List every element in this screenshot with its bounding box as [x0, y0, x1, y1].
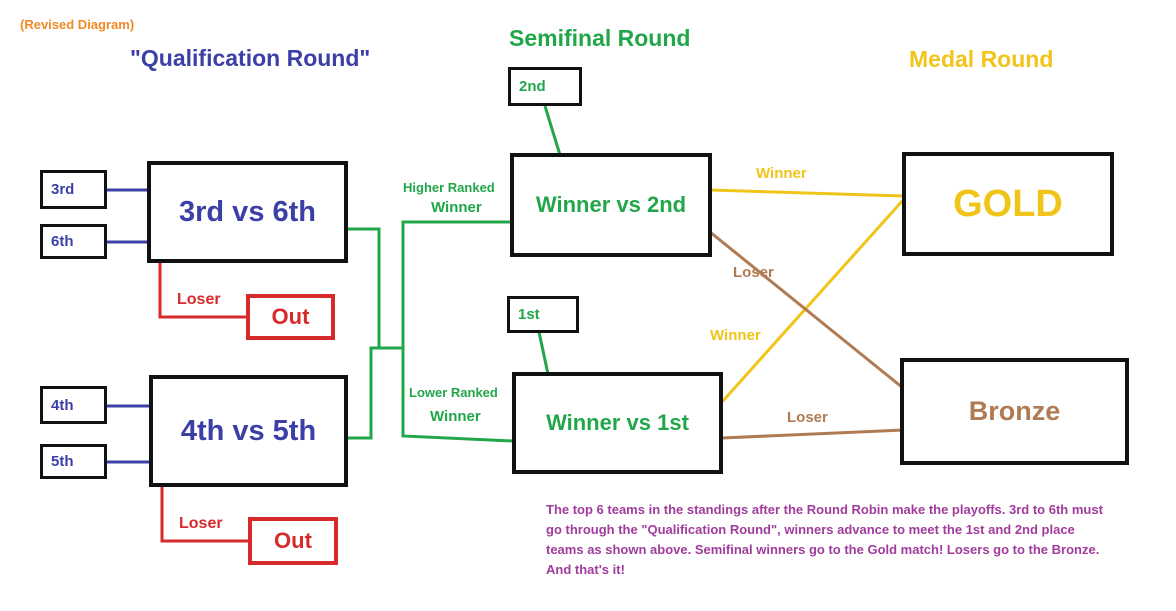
loser-label-semi-bottom: Loser [787, 409, 828, 426]
match-4th-vs-5th-label: 4th vs 5th [180, 414, 317, 447]
medal-round-title: Medal Round [909, 46, 1054, 72]
seed-1st-label: 1st [518, 306, 540, 323]
semifinal-winner-vs-1st-label: Winner vs 1st [546, 410, 689, 435]
semifinal-winner-vs-1st: Winner vs 1st [512, 372, 723, 474]
green-to-semi-bottom [401, 348, 514, 443]
match-4th-vs-5th: 4th vs 5th [149, 375, 348, 487]
revised-label: (Revised Diagram) [20, 17, 135, 32]
winner-label-bottom: Winner [710, 327, 761, 344]
winner-line-bottom [720, 197, 906, 404]
green-to-semi-top [401, 220, 512, 348]
winner-label-top: Winner [756, 165, 807, 182]
seed-1st-connector [537, 331, 550, 375]
seed-5th-box: 5th [40, 444, 107, 479]
seed-6th-box: 6th [40, 224, 107, 259]
winner-line-top [709, 188, 905, 198]
seed-4th-label: 4th [51, 396, 74, 414]
seed-5th-label: 5th [51, 453, 74, 470]
loser-label-top: Loser [177, 291, 221, 308]
loser-line-semi-bottom [721, 428, 904, 440]
bronze-label: Bronze [968, 396, 1061, 426]
qualification-round-title: "Qualification Round" [130, 45, 371, 71]
seed-6th-label: 6th [51, 233, 74, 250]
out-box-bottom: Out [248, 517, 338, 565]
loser-label-semi-top: Loser [733, 264, 774, 281]
green-bracket-bottom [347, 346, 403, 440]
loser-label-bottom: Loser [179, 515, 223, 532]
loser-line-semi-top [709, 230, 904, 390]
semifinal-winner-vs-2nd-label: Winner vs 2nd [535, 192, 687, 217]
out-box-top: Out [246, 294, 335, 340]
seed-3rd-box: 3rd [40, 170, 107, 209]
match-3rd-vs-6th-label: 3rd vs 6th [179, 195, 316, 228]
gold-label: GOLD [953, 182, 1063, 225]
lower-ranked-label: Lower Ranked [409, 385, 498, 400]
loser-line-top [158, 263, 248, 319]
green-bracket-top [347, 227, 381, 350]
out-label-top: Out [271, 304, 310, 329]
explanation-note: The top 6 teams in the standings after t… [546, 502, 1103, 577]
higher-ranked-winner-label: Winner [431, 199, 482, 216]
seed-2nd-box: 2nd [508, 67, 582, 106]
seed-2nd-connector [543, 105, 562, 156]
higher-ranked-label: Higher Ranked [403, 180, 495, 195]
match-3rd-vs-6th: 3rd vs 6th [147, 161, 348, 263]
loser-line-bottom [160, 487, 250, 543]
semifinal-winner-vs-2nd: Winner vs 2nd [510, 153, 712, 257]
semifinal-round-title: Semifinal Round [509, 25, 691, 51]
seed-2nd-label: 2nd [519, 78, 546, 95]
seed-3rd-label: 3rd [51, 181, 75, 198]
seed-4th-box: 4th [40, 386, 107, 424]
out-label-bottom: Out [274, 528, 312, 553]
seed-1st-box: 1st [507, 296, 579, 333]
bronze-box: Bronze [900, 358, 1129, 465]
lower-ranked-winner-label: Winner [430, 408, 481, 425]
gold-box: GOLD [902, 152, 1114, 256]
